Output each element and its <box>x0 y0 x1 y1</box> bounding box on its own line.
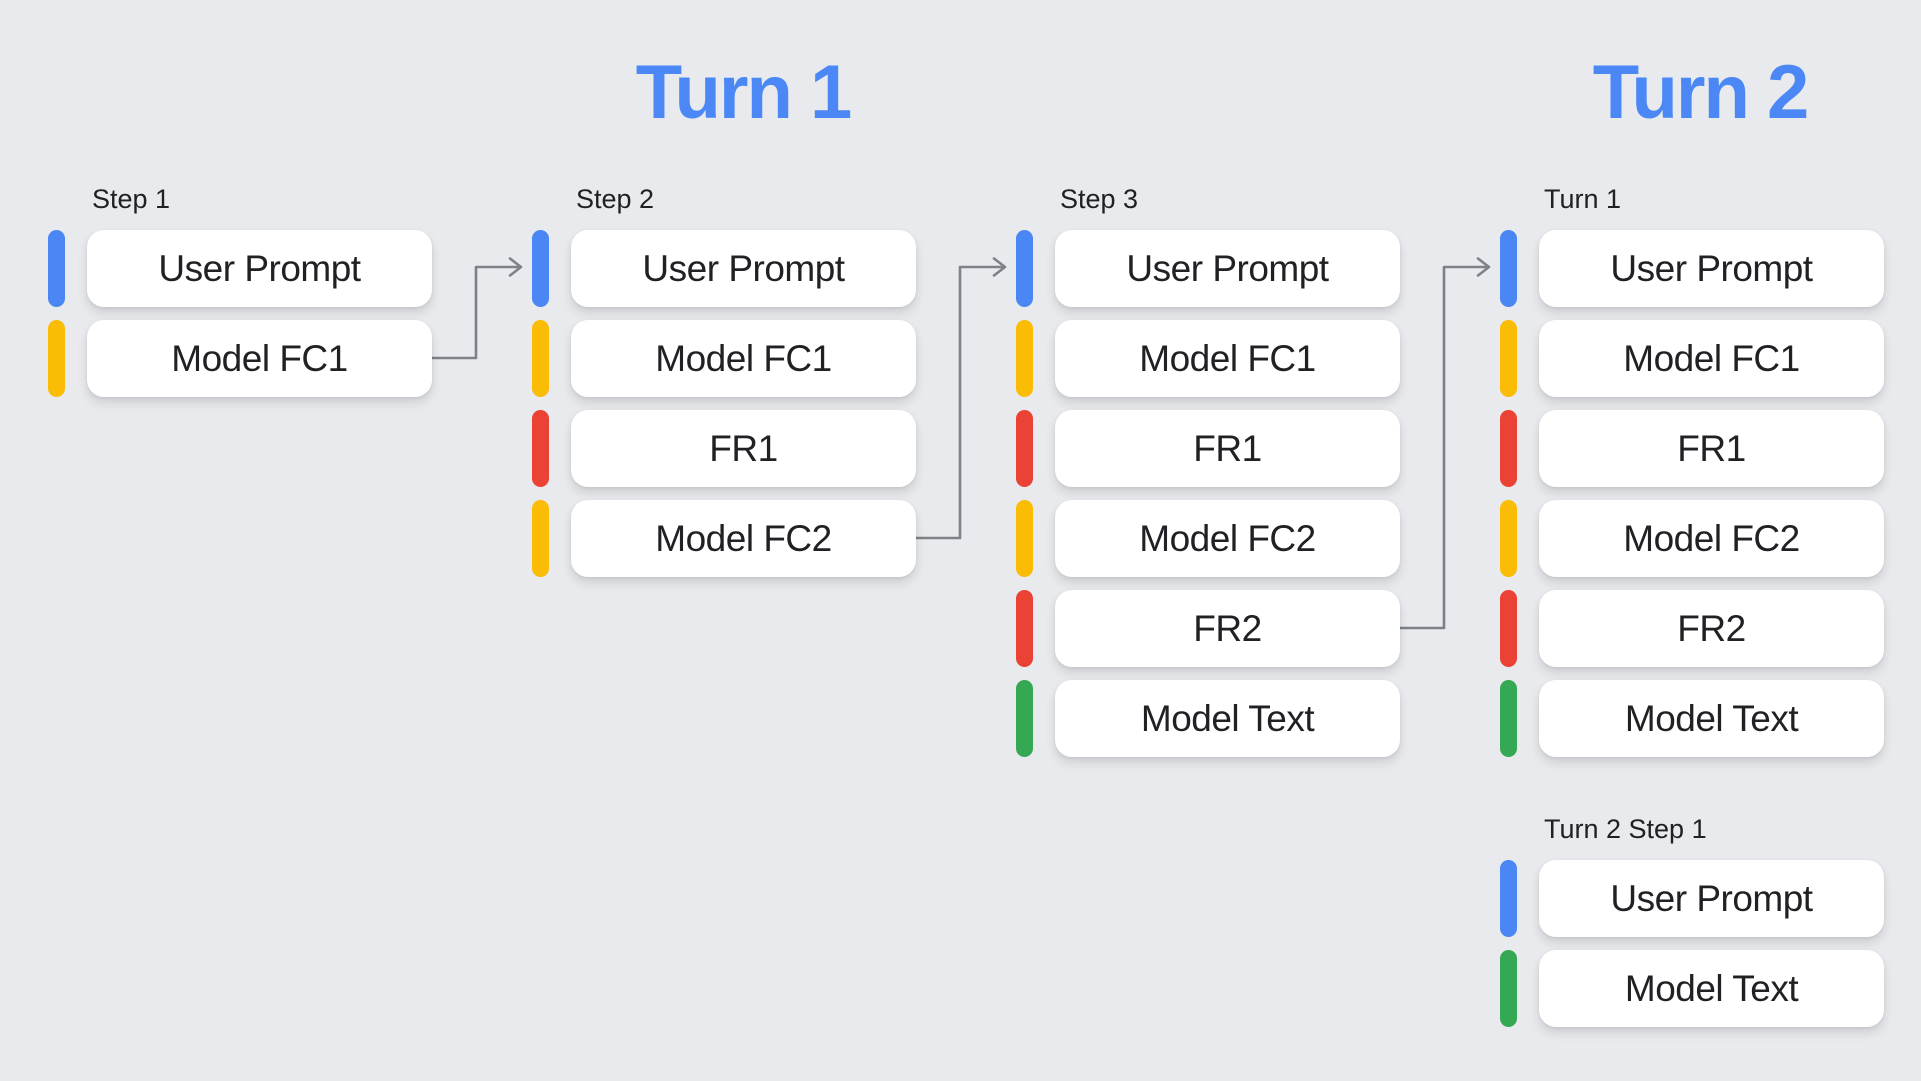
message-row-fr2: FR2 <box>1500 590 1884 667</box>
message-label: Model FC1 <box>171 338 348 379</box>
message-card: Model FC1 <box>1055 320 1400 397</box>
group-label-turn-1: Turn 1 <box>1544 184 1622 214</box>
flow-arrow <box>1400 265 1489 630</box>
message-card: FR2 <box>1539 590 1884 667</box>
message-label: FR1 <box>709 428 778 469</box>
yellow-role-bar <box>532 500 549 577</box>
message-row-model-text: Model Text <box>1500 680 1884 757</box>
message-row-model-fc1: Model FC1 <box>1016 320 1400 397</box>
message-row-model-text: Model Text <box>1500 950 1884 1027</box>
message-label: Model Text <box>1624 698 1799 739</box>
flow-arrow <box>432 265 521 360</box>
message-label: Model FC2 <box>655 518 832 559</box>
yellow-role-bar <box>48 320 65 397</box>
blue-role-bar <box>1500 230 1517 307</box>
message-card: User Prompt <box>87 230 432 307</box>
red-role-bar <box>1500 410 1517 487</box>
message-card: Model FC1 <box>87 320 432 397</box>
yellow-role-bar <box>532 320 549 397</box>
blue-role-bar <box>48 230 65 307</box>
group-label-turn-2-step-1: Turn 2 Step 1 <box>1544 814 1707 844</box>
message-card: Model FC2 <box>1055 500 1400 577</box>
message-label: User Prompt <box>1126 248 1329 289</box>
message-label: User Prompt <box>158 248 361 289</box>
flow-arrow <box>916 265 1005 540</box>
message-row-fr1: FR1 <box>1016 410 1400 487</box>
message-card: Model FC1 <box>571 320 916 397</box>
message-row-fr1: FR1 <box>1500 410 1884 487</box>
yellow-role-bar <box>1500 320 1517 397</box>
flow-arrowhead <box>508 257 523 277</box>
group-label-step-1: Step 1 <box>92 184 171 214</box>
message-label: Model FC1 <box>655 338 832 379</box>
message-card: FR1 <box>1055 410 1400 487</box>
message-label: FR1 <box>1193 428 1262 469</box>
message-card: User Prompt <box>571 230 916 307</box>
turn-2-heading: Turn 2 <box>1592 50 1810 135</box>
red-role-bar <box>1016 590 1033 667</box>
message-card: FR2 <box>1055 590 1400 667</box>
red-role-bar <box>532 410 549 487</box>
green-role-bar <box>1016 680 1033 757</box>
message-row-model-fc1: Model FC1 <box>532 320 916 397</box>
message-card: User Prompt <box>1539 230 1884 307</box>
red-role-bar <box>1500 590 1517 667</box>
message-label: User Prompt <box>1610 878 1813 919</box>
turn-1-heading: Turn 1 <box>635 50 853 135</box>
blue-role-bar <box>1500 860 1517 937</box>
message-row-fr1: FR1 <box>532 410 916 487</box>
blue-role-bar <box>532 230 549 307</box>
message-label: User Prompt <box>642 248 845 289</box>
message-row-user-prompt: User Prompt <box>1500 230 1884 307</box>
message-row-model-fc2: Model FC2 <box>1016 500 1400 577</box>
message-row-user-prompt: User Prompt <box>532 230 916 307</box>
message-card: Model Text <box>1539 950 1884 1027</box>
message-label: Model FC2 <box>1139 518 1316 559</box>
message-card: FR1 <box>571 410 916 487</box>
red-role-bar <box>1016 410 1033 487</box>
message-row-user-prompt: User Prompt <box>1016 230 1400 307</box>
message-label: FR2 <box>1193 608 1262 649</box>
green-role-bar <box>1500 950 1517 1027</box>
message-label: User Prompt <box>1610 248 1813 289</box>
message-card: Model FC2 <box>571 500 916 577</box>
message-label: Model FC2 <box>1623 518 1800 559</box>
flow-arrowhead <box>1476 257 1491 277</box>
message-card: FR1 <box>1539 410 1884 487</box>
message-card: Model Text <box>1539 680 1884 757</box>
message-label: FR2 <box>1677 608 1746 649</box>
message-card: Model FC1 <box>1539 320 1884 397</box>
message-card: Model Text <box>1055 680 1400 757</box>
yellow-role-bar <box>1500 500 1517 577</box>
message-row-model-text: Model Text <box>1016 680 1400 757</box>
message-row-model-fc1: Model FC1 <box>1500 320 1884 397</box>
message-card: User Prompt <box>1055 230 1400 307</box>
message-row-model-fc1: Model FC1 <box>48 320 432 397</box>
message-card: User Prompt <box>1539 860 1884 937</box>
message-label: Model FC1 <box>1623 338 1800 379</box>
yellow-role-bar <box>1016 320 1033 397</box>
message-label: Model Text <box>1624 968 1799 1009</box>
message-label: Model FC1 <box>1139 338 1316 379</box>
message-label: Model Text <box>1140 698 1315 739</box>
message-row-model-fc2: Model FC2 <box>532 500 916 577</box>
message-row-fr2: FR2 <box>1016 590 1400 667</box>
message-row-user-prompt: User Prompt <box>48 230 432 307</box>
message-label: FR1 <box>1677 428 1746 469</box>
message-card: Model FC2 <box>1539 500 1884 577</box>
group-label-step-2: Step 2 <box>576 184 655 214</box>
message-row-user-prompt: User Prompt <box>1500 860 1884 937</box>
message-row-model-fc2: Model FC2 <box>1500 500 1884 577</box>
group-label-step-3: Step 3 <box>1060 184 1139 214</box>
blue-role-bar <box>1016 230 1033 307</box>
flow-arrowhead <box>992 257 1007 277</box>
green-role-bar <box>1500 680 1517 757</box>
yellow-role-bar <box>1016 500 1033 577</box>
